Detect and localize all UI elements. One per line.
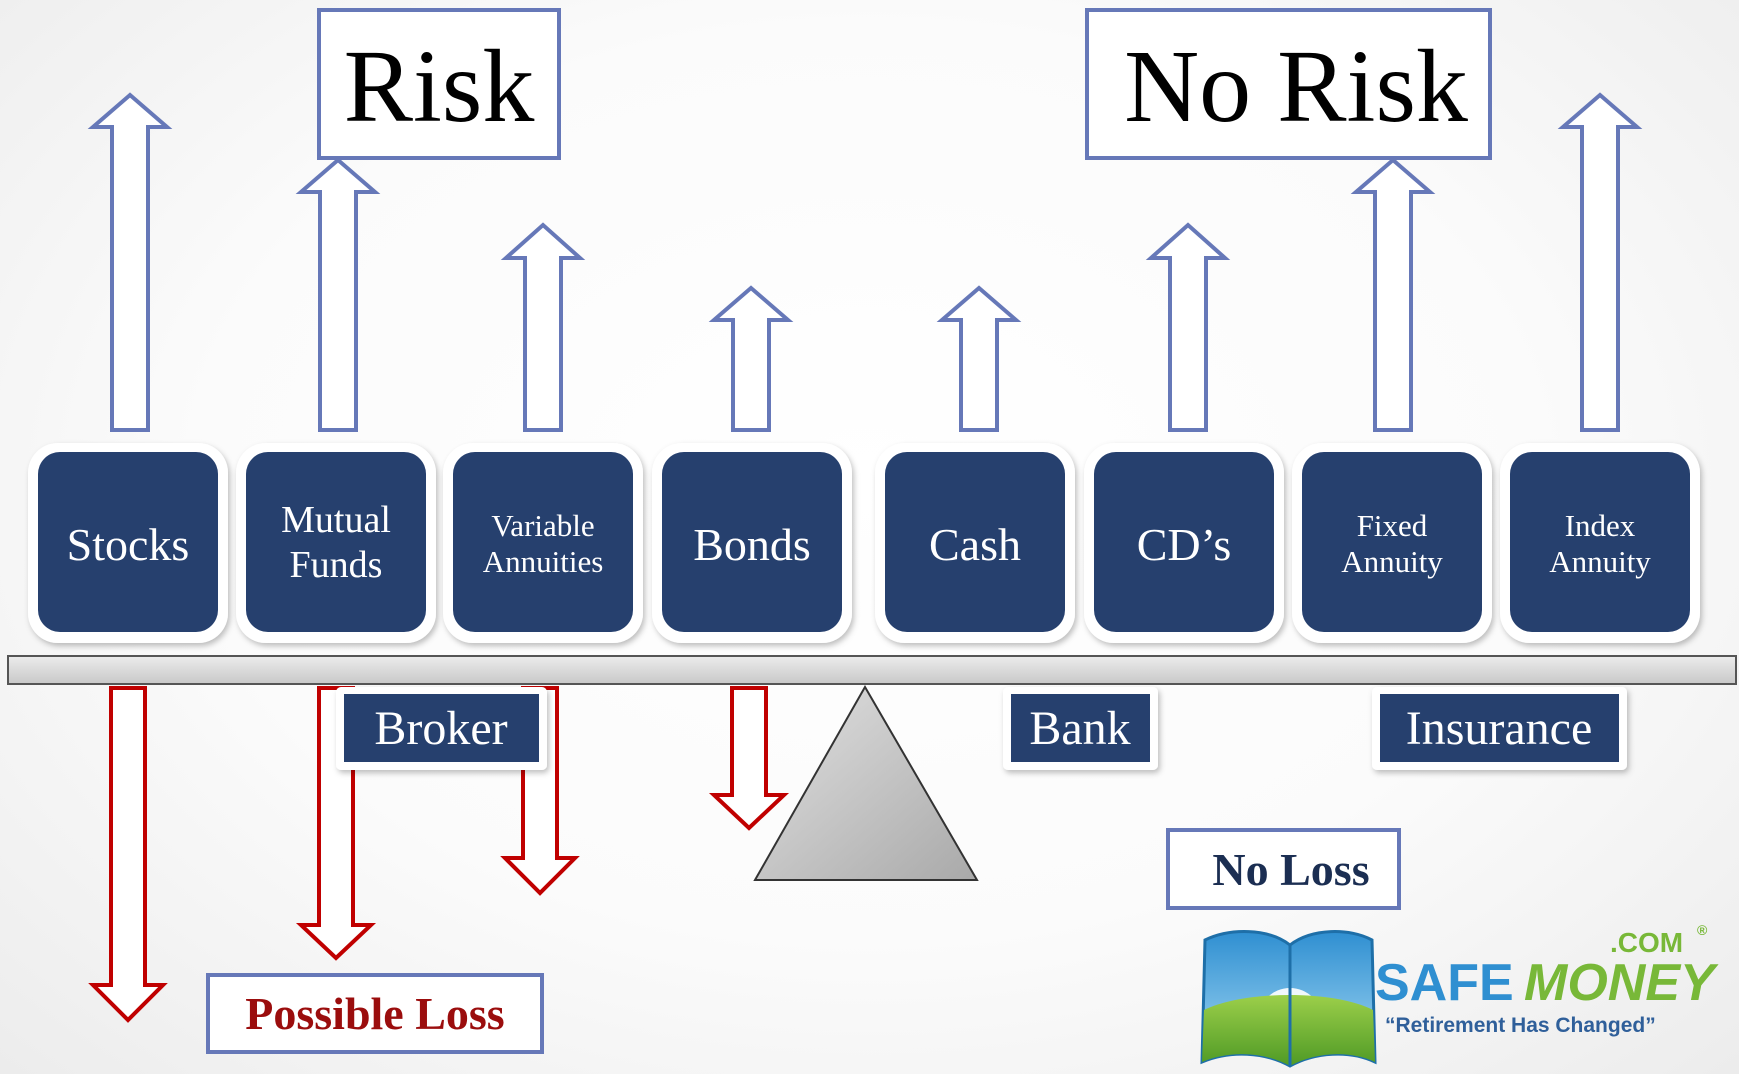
up-arrow-cash: [936, 285, 1022, 432]
product-label-cash: Cash: [929, 519, 1021, 570]
logo-word-safe: SAFE: [1375, 954, 1514, 1012]
logo-word-money: MONEY: [1524, 954, 1719, 1012]
up-arrow-fixed-annuity: [1350, 157, 1436, 432]
down-arrow-bonds: [708, 686, 790, 831]
product-label-stocks: Stocks: [67, 519, 190, 570]
broker-label: Broker: [336, 687, 547, 770]
insurance-label: Insurance: [1372, 687, 1627, 770]
up-arrow-bonds: [708, 285, 794, 432]
possible-loss-box: Possible Loss: [206, 973, 544, 1054]
broker-label-text: Broker: [374, 702, 507, 755]
balance-beam: [7, 655, 1737, 685]
product-box-cash: Cash: [875, 443, 1075, 643]
logo-domain-suffix: .COM: [1610, 927, 1683, 958]
logo-tagline: “Retirement Has Changed”: [1385, 1014, 1656, 1037]
product-box-cds: CD’s: [1084, 443, 1284, 643]
up-arrow-cds: [1145, 222, 1231, 432]
up-arrow-stocks: [87, 92, 173, 432]
product-label-mutual-funds-line-1: Mutual: [281, 499, 391, 541]
down-arrow-stocks: [88, 686, 168, 1023]
open-book-icon: [1200, 930, 1377, 1068]
safemoney-logo: .COM ® SAFE MONEY “Retirement Has Change…: [1200, 922, 1719, 1068]
risk-title: Risk: [344, 29, 535, 144]
product-box-bonds: Bonds: [652, 443, 852, 643]
product-box-stocks: Stocks: [28, 443, 228, 643]
product-label-variable-annuities-line-1: Variable: [491, 508, 594, 543]
risk-title-box: Risk: [317, 8, 561, 160]
possible-loss-label: Possible Loss: [245, 988, 504, 1039]
bank-label: Bank: [1003, 687, 1158, 770]
down-arrows-group: [88, 686, 790, 1023]
logo-registered-mark: ®: [1697, 922, 1708, 938]
down-arrow-variable-annuities: [500, 686, 580, 896]
product-label-fixed-annuity-line-1: Fixed: [1357, 508, 1428, 543]
no-risk-title-box: No Risk: [1085, 8, 1492, 160]
product-label-variable-annuities-line-2: Annuities: [483, 544, 604, 579]
product-label-index-annuity-line-1: Index: [1565, 508, 1636, 543]
product-label-index-annuity-line-2: Annuity: [1549, 544, 1651, 579]
no-loss-box: No Loss: [1166, 828, 1401, 910]
product-label-bonds: Bonds: [693, 519, 811, 570]
no-risk-title: No Risk: [1124, 29, 1468, 144]
product-label-cds: CD’s: [1137, 519, 1232, 570]
no-loss-label: No Loss: [1212, 844, 1369, 895]
product-label-mutual-funds-line-2: Funds: [290, 544, 383, 586]
up-arrow-index-annuity: [1557, 92, 1643, 432]
up-arrow-mutual-funds: [295, 157, 381, 432]
insurance-label-text: Insurance: [1406, 702, 1593, 755]
product-label-fixed-annuity-line-2: Annuity: [1341, 544, 1443, 579]
bank-label-text: Bank: [1029, 702, 1130, 755]
up-arrow-variable-annuities: [500, 222, 586, 432]
up-arrows-group: [87, 92, 1643, 432]
fulcrum-triangle: [753, 684, 979, 881]
